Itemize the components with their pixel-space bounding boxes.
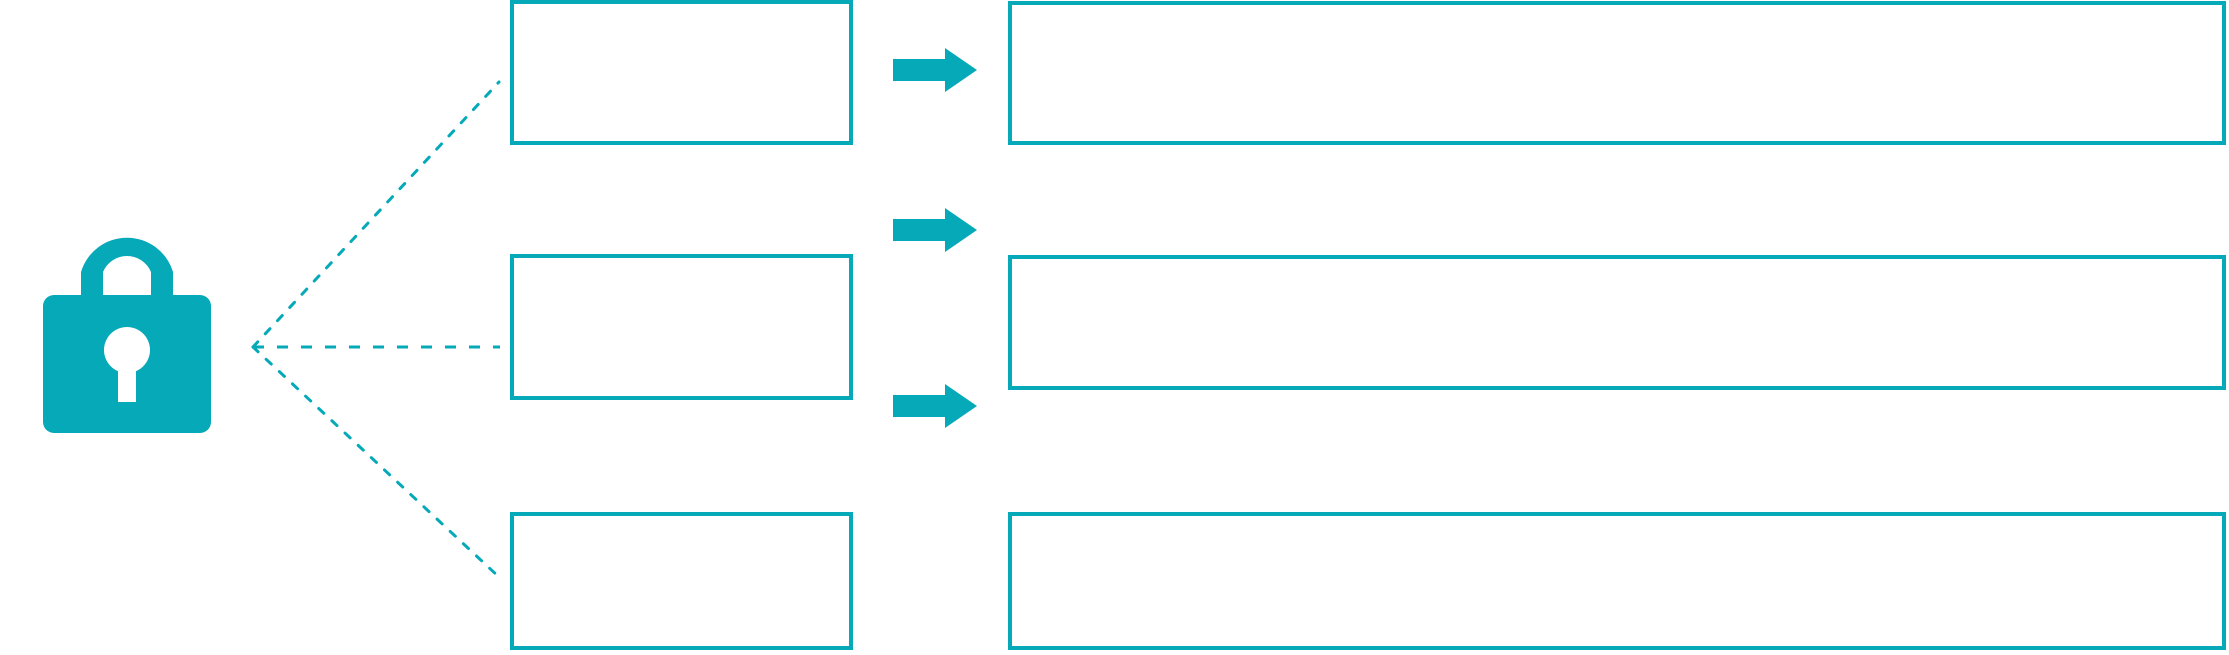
lock-icon [32, 210, 222, 440]
cause-box-row-2[interactable] [510, 254, 853, 400]
cause-box-row-3[interactable] [510, 512, 853, 650]
arrow-right-icon-row-1 [893, 48, 977, 92]
effect-box-row-1[interactable] [1008, 1, 2226, 145]
effect-box-row-1-text [1012, 5, 2222, 25]
arrow-right-icon-row-3 [893, 384, 977, 428]
cause-box-row-3-text [514, 516, 849, 536]
arrow-right-icon-row-2 [893, 208, 977, 252]
effect-box-row-2-text [1012, 259, 2222, 279]
cause-box-row-1-text [514, 4, 849, 24]
connector-line-row-3 [251, 345, 502, 580]
effect-box-row-3[interactable] [1008, 512, 2226, 650]
effect-box-row-2[interactable] [1008, 255, 2226, 390]
cause-box-row-1[interactable] [510, 0, 853, 145]
connector-line-row-1 [251, 80, 501, 349]
effect-box-row-3-text [1012, 516, 2222, 536]
cause-box-row-2-text [514, 258, 849, 278]
